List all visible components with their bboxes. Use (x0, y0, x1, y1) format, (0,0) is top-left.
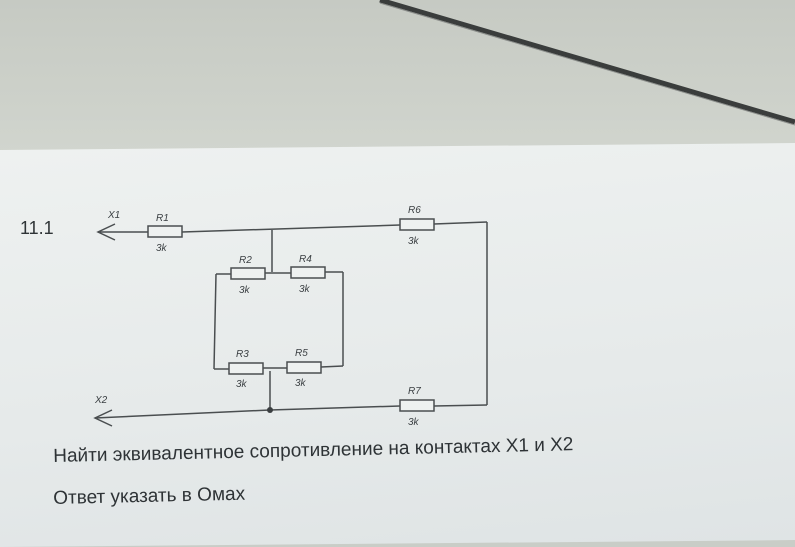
r3-name: R3 (236, 349, 249, 360)
terminal-x2-label: X2 (94, 395, 108, 406)
r2-name: R2 (239, 255, 252, 266)
r1-value: 3k (156, 243, 168, 254)
r2-value: 3k (239, 285, 251, 296)
resistor-r4 (290, 266, 326, 279)
resistor-r7 (399, 399, 435, 412)
r5-name: R5 (295, 348, 308, 359)
answer-instruction: Ответ указать в Омах (53, 483, 246, 509)
r5-value: 3k (295, 378, 307, 389)
r4-value: 3k (299, 284, 311, 295)
r7-name: R7 (408, 386, 421, 397)
r6-name: R6 (408, 205, 421, 216)
r4-name: R4 (299, 254, 312, 265)
r7-value: 3k (408, 417, 420, 428)
resistor-r2 (230, 267, 266, 280)
junction-dot (267, 407, 273, 413)
curtain-rod (379, 0, 795, 126)
r1-name: R1 (156, 213, 169, 224)
resistor-r3 (228, 362, 264, 375)
terminal-x1-label: X1 (107, 210, 120, 221)
resistor-r5 (286, 361, 322, 374)
r3-value: 3k (236, 379, 248, 390)
resistor-r1 (147, 225, 183, 238)
r6-value: 3k (408, 236, 420, 247)
resistor-r6 (399, 218, 435, 231)
problem-number: 11.1 (20, 218, 54, 238)
